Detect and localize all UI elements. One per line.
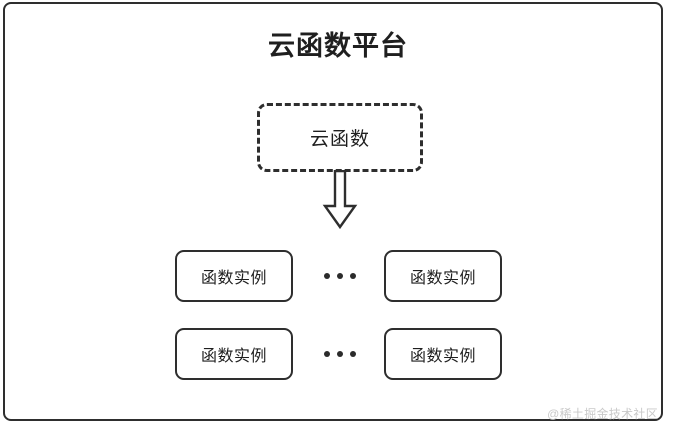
watermark: @稀土掘金技术社区 <box>547 407 658 421</box>
instance-ellipsis <box>305 344 375 364</box>
ellipsis-dot <box>350 351 356 357</box>
ellipsis-dot <box>350 273 356 279</box>
ellipsis-dot <box>324 273 330 279</box>
function-instance-box[interactable]: 函数实例 <box>384 328 502 380</box>
ellipsis-dot <box>337 273 343 279</box>
page-title: 云函数平台 <box>268 31 408 61</box>
instance-ellipsis <box>305 266 375 286</box>
function-instance-box[interactable]: 函数实例 <box>175 250 293 302</box>
function-instance-label: 函数实例 <box>409 270 476 287</box>
cloud-function-label: 云函数 <box>309 129 370 150</box>
function-instance-box[interactable]: 函数实例 <box>384 250 502 302</box>
block-arrow-down-icon <box>322 169 358 230</box>
function-instance-label: 函数实例 <box>409 348 476 365</box>
ellipsis-dot <box>337 351 343 357</box>
function-instance-label: 函数实例 <box>200 348 267 365</box>
cloud-function-node[interactable]: 云函数 <box>257 103 423 172</box>
ellipsis-dot <box>324 351 330 357</box>
function-instance-box[interactable]: 函数实例 <box>175 328 293 380</box>
function-instance-label: 函数实例 <box>200 270 267 287</box>
